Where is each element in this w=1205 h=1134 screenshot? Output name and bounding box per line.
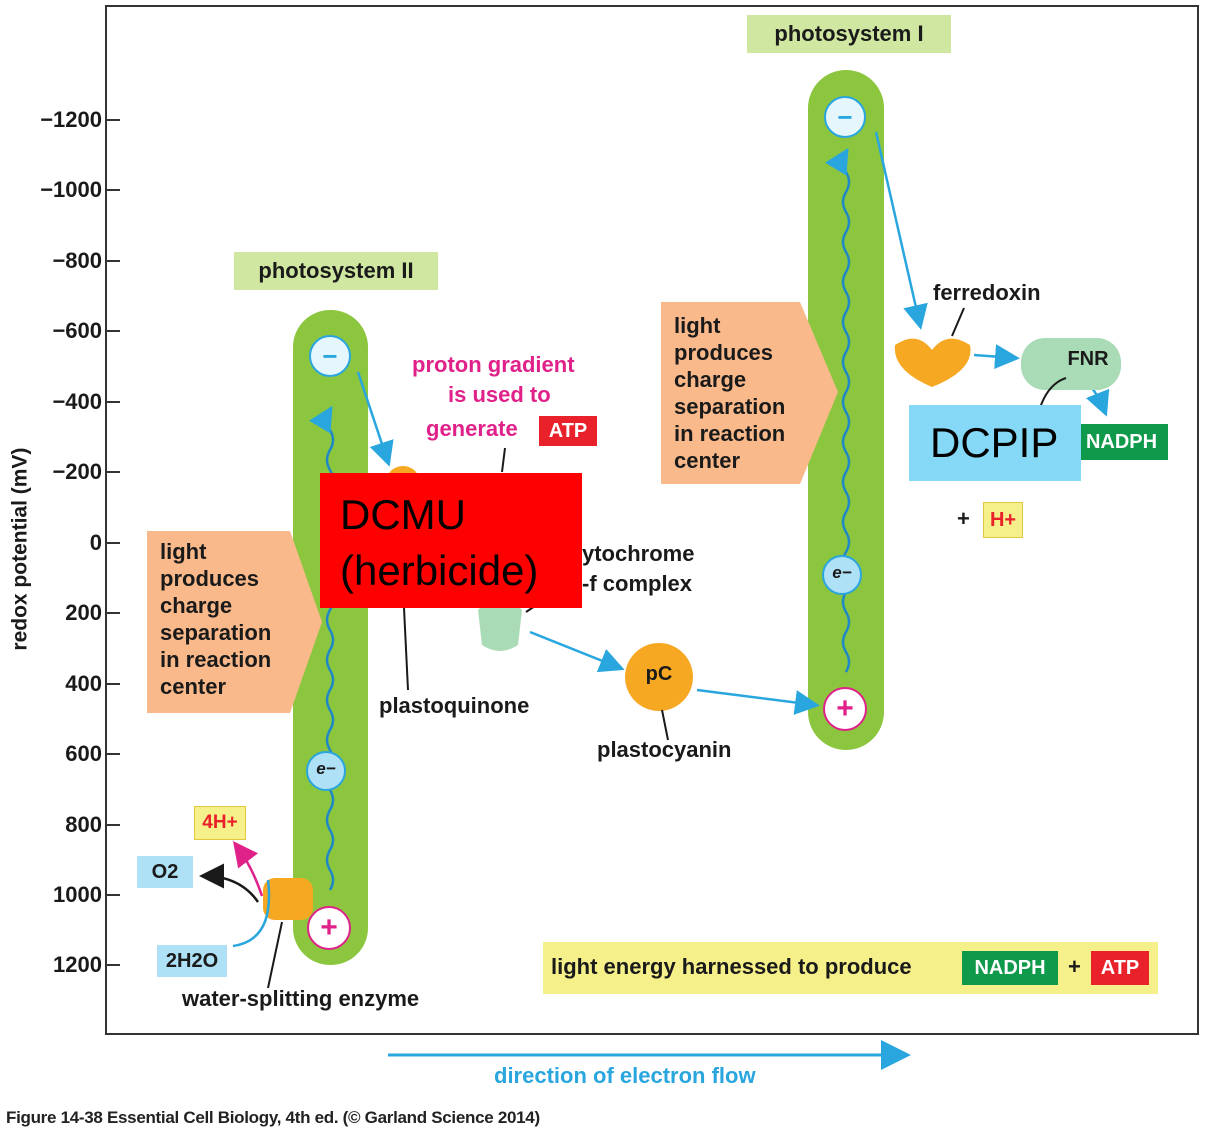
- water-splitting-enzyme-label: water-splitting enzyme: [182, 986, 420, 1011]
- figure-caption: Figure 14-38 Essential Cell Biology, 4th…: [6, 1108, 540, 1127]
- fnr-shape: [1021, 338, 1121, 390]
- cyt-to-pc-arrow: [529, 630, 625, 673]
- psi-minus-sign: −: [837, 102, 853, 132]
- h2o-box: 2H2O: [157, 945, 227, 977]
- psii-to-pq-arrow: [356, 371, 394, 467]
- electron-flow-label: direction of electron flow: [494, 1063, 756, 1088]
- psi-to-ferredoxin-arrow: [874, 131, 928, 330]
- y-tick-label: −1000: [40, 177, 102, 202]
- dcmu-overlay: DCMU (herbicide): [320, 473, 582, 608]
- psii-light-arrow: [147, 531, 322, 713]
- h-plus-label: H+: [989, 508, 1017, 531]
- y-tick-label: −1200: [40, 107, 102, 132]
- enzyme-leader: [267, 921, 283, 989]
- ferredoxin-to-fnr-arrow: [973, 344, 1020, 370]
- h2o-label: 2H2O: [165, 949, 219, 972]
- psi-electron-circle: [822, 555, 862, 595]
- y-tick-label: −200: [52, 459, 102, 484]
- pc-label: pC: [645, 663, 673, 685]
- dcmu-label: DCMU: [340, 491, 466, 538]
- y-tick-marks: [106, 119, 120, 966]
- fnr-leader: [1039, 377, 1067, 409]
- proton-gradient-line3: generate: [426, 416, 518, 441]
- four-h-plus-badge: 4H+: [194, 806, 246, 840]
- o2-arrow: [199, 863, 260, 903]
- psi-electron-label: e−: [832, 563, 852, 582]
- y-tick-label: 800: [65, 812, 102, 837]
- cytochrome-label-line2: -f complex: [582, 571, 693, 596]
- y-tick-label: −400: [52, 389, 102, 414]
- ferredoxin-shape: [894, 338, 971, 387]
- psii-electron-circle: [306, 751, 346, 791]
- ferredoxin-label: ferredoxin: [933, 280, 1041, 305]
- plastocyanin-shape: [625, 643, 693, 711]
- dcmu-subtitle: (herbicide): [340, 547, 539, 594]
- psii-light-text: light produces charge separation in reac…: [160, 539, 272, 699]
- proton-leader: [501, 447, 506, 473]
- ferredoxin-leader: [951, 307, 965, 337]
- y-tick-label: −600: [52, 318, 102, 343]
- water-splitting-enzyme-shape: [263, 878, 313, 920]
- fnr-label: FNR: [1067, 348, 1109, 370]
- summary-atp-badge: ATP: [1091, 951, 1149, 985]
- pc-to-psi-arrow: [696, 688, 820, 715]
- four-h-plus-label: 4H+: [202, 812, 238, 833]
- h-plus-badge: H+: [983, 502, 1023, 538]
- nadph-product-badge: NADPH: [1075, 424, 1168, 460]
- cytochrome-shape: [478, 603, 522, 651]
- cytochrome-label-line1: ytochrome: [582, 541, 695, 566]
- photosystem-ii-title: photosystem II: [234, 252, 438, 290]
- psi-minus-circle: [824, 96, 866, 138]
- plastoquinone-label: plastoquinone: [379, 693, 530, 718]
- psi-light-text: light produces charge separation in reac…: [674, 313, 786, 473]
- h-plus-arrow: [232, 841, 264, 897]
- plastocyanin-label: plastocyanin: [597, 737, 732, 762]
- summary-plus: +: [1068, 954, 1081, 979]
- plot-frame: [105, 5, 1199, 1035]
- atp-badge: ATP: [539, 416, 597, 446]
- psi-plus-circle: [823, 687, 867, 731]
- y-tick-label: 200: [65, 600, 102, 625]
- y-tick-label: 400: [65, 671, 102, 696]
- summary-nadph-badge: NADPH: [962, 951, 1058, 985]
- psii-plus-sign: +: [320, 911, 338, 944]
- psii-minus-circle: [309, 335, 351, 377]
- y-tick-label: 600: [65, 741, 102, 766]
- psii-minus-sign: −: [322, 341, 338, 371]
- water-arc: [232, 879, 271, 948]
- psii-electron-label: e−: [316, 759, 336, 778]
- plastocyanin-leader: [661, 709, 669, 741]
- o2-label: O2: [151, 860, 179, 883]
- plus-sign-h: +: [957, 506, 970, 531]
- y-tick-label: 0: [89, 530, 102, 555]
- photosystem-i-title: photosystem I: [747, 15, 951, 53]
- y-tick-label: 1200: [53, 952, 102, 977]
- dcpip-overlay: DCPIP: [909, 405, 1081, 481]
- y-tick-label: −800: [52, 248, 102, 273]
- psi-plus-sign: +: [836, 692, 854, 725]
- plastoquinone-leader: [403, 607, 409, 691]
- proton-gradient-line1: proton gradient: [412, 352, 575, 377]
- dcpip-label: DCPIP: [930, 419, 1059, 466]
- summary-text: light energy harnessed to produce: [551, 954, 912, 979]
- o2-box: O2: [137, 856, 193, 888]
- psii-plus-circle: [307, 906, 351, 950]
- y-tick-label: 1000: [53, 882, 102, 907]
- psi-light-arrow: [661, 302, 838, 484]
- proton-gradient-line2: is used to: [448, 382, 551, 407]
